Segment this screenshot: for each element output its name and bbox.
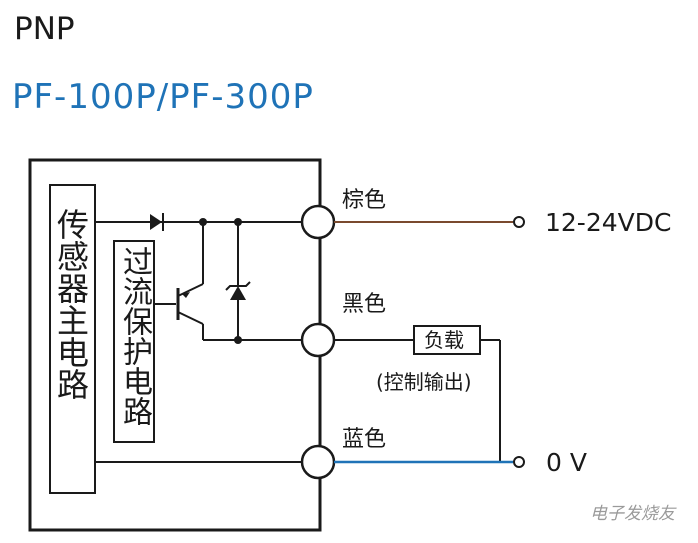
zener-symbol	[230, 286, 246, 300]
control-output-note: (控制输出)	[376, 370, 472, 394]
ground-terminal	[513, 456, 525, 468]
diode-symbol	[150, 214, 162, 230]
brown-wire-label: 棕色	[342, 188, 387, 213]
main-circuit-block	[49, 184, 96, 494]
load-label: 负载	[424, 328, 464, 352]
brown-terminal	[300, 204, 336, 240]
blue-terminal	[300, 444, 336, 480]
overcurrent-protection-label: 过流保护电路	[117, 246, 152, 426]
blue-wire-label: 蓝色	[342, 427, 387, 452]
supply-voltage-label: 12-24VDC	[545, 208, 672, 237]
sensor-main-circuit-label: 传感器主电路	[52, 208, 90, 400]
output-type-label: PNP	[14, 11, 75, 47]
ground-voltage-label: 0 V	[546, 448, 587, 477]
black-terminal	[300, 322, 336, 358]
protection-block	[113, 240, 155, 443]
supply-terminal	[513, 216, 525, 228]
watermark-logo: 电子发烧友	[590, 504, 675, 524]
black-wire-label: 黑色	[342, 292, 387, 317]
model-title: PF-100P/PF-300P	[12, 77, 314, 117]
